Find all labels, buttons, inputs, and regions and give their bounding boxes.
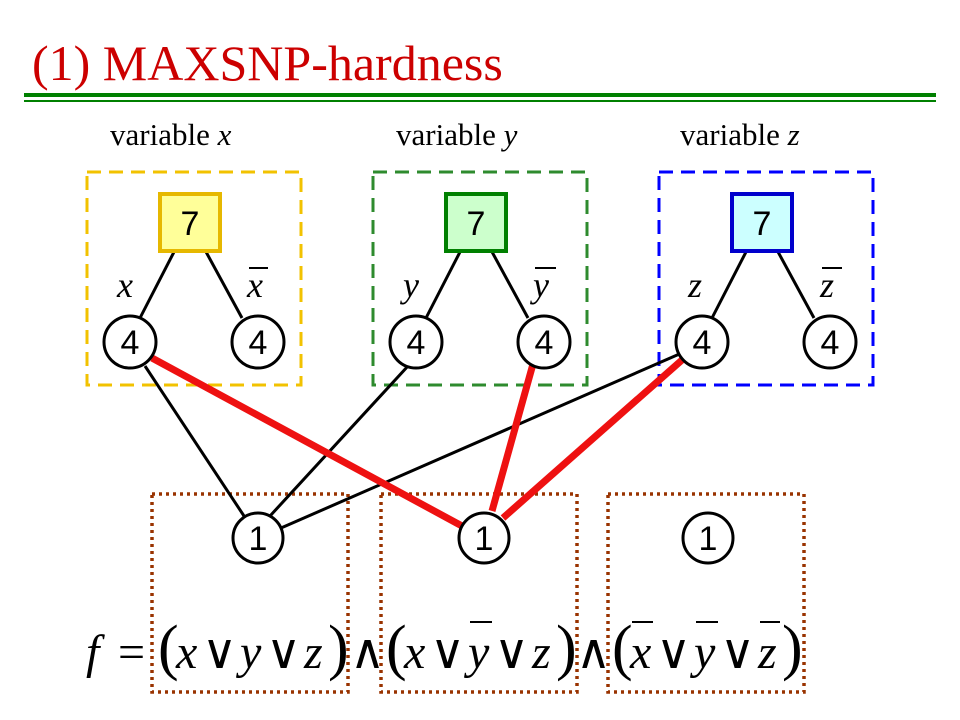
z-tree-edge-neg [775,249,816,319]
cnf-formula: f = ( x ∨ y ∨ z ) ∧ ( x ∨ y ∨ z ) ∧ ( x … [86,614,803,682]
edge-y-neg-clause-2 [488,363,537,512]
clause-1-lit-1: x [175,626,197,679]
clause-3-lit-1: x [629,626,651,679]
clause-1-box [150,492,350,694]
edge-z-pos-clause-2 [500,357,685,521]
literal-y-neg-weight: 4 [535,324,554,362]
literal-z-pos-node [674,314,730,370]
literal-x-pos-node [102,314,158,370]
clause-2-node [457,511,511,565]
clause-2-open-paren: ( [386,614,407,682]
title-rule-thick [24,93,936,97]
literal-x-pos-weight: 4 [121,324,140,362]
clause-2-close-paren: ) [556,614,577,682]
edge-z-pos-clause-1 [280,350,685,530]
variable-y-label: variable y [396,117,518,152]
literal-z-pos-weight: 4 [693,324,712,362]
variable-z-weight: 7 [753,205,772,243]
literal-z-neg-label: z [819,265,834,305]
variable-z-label: variable z [680,117,800,152]
x-tree-edge-pos [138,249,177,319]
literal-y-neg-node [516,314,572,370]
clause-3-or-2: ∨ [720,626,755,679]
clause-3-weight: 1 [699,520,718,558]
clause-1-lit-2: y [235,626,262,679]
literal-y-neg-label: y [530,265,549,305]
clause-2-lit-2: y [463,626,490,679]
literal-z-neg-weight: 4 [821,324,840,362]
y-tree-edge-pos [424,249,463,319]
clause-2-or-2: ∨ [494,626,529,679]
clause-3-open-paren: ( [612,614,633,682]
literal-x-pos-label: x [116,265,133,305]
clause-1-weight: 1 [249,520,268,558]
clause-2-or-1: ∨ [430,626,465,679]
clause-3-node [681,511,735,565]
edge-x-pos-clause-1 [143,365,248,520]
variable-z-node [730,192,794,253]
z-tree-edge-pos [710,249,749,319]
formula-and-1: ∧ [350,626,385,679]
clause-1-or-1: ∨ [202,626,237,679]
clause-3-lit-3: z [757,626,777,679]
literal-z-neg-node [802,314,858,370]
edge-x-pos-clause-2 [150,354,464,530]
literal-y-pos-label: y [400,265,419,305]
variable-z-gadget-box [657,170,875,387]
variable-x-label: variable x [110,117,232,152]
literal-z-pos-label: z [687,265,702,305]
title-rule-thin [24,100,936,102]
clause-2-box [379,492,579,694]
variable-x-weight: 7 [181,205,200,243]
clause-3-close-paren: ) [782,614,803,682]
variable-y-node [444,192,508,253]
variable-x-gadget-box [85,170,303,387]
x-tree-edge-neg [203,249,244,319]
literal-x-neg-node [230,314,286,370]
slide-title: (1) MAXSNP-hardness [32,35,503,91]
clause-2-lit-3: z [531,626,551,679]
clause-1-node [231,511,285,565]
literal-x-neg-weight: 4 [249,324,268,362]
clause-3-box [606,492,806,694]
formula-eq: = [118,626,145,679]
clause-1-or-2: ∨ [266,626,301,679]
clause-2-lit-1: x [403,626,425,679]
y-tree-edge-neg [489,249,530,319]
clause-2-weight: 1 [475,520,494,558]
literal-y-pos-node [388,314,444,370]
clause-1-lit-3: z [303,626,323,679]
variable-y-weight: 7 [467,205,486,243]
formula-lhs: f [86,626,105,679]
variable-x-node [158,192,222,253]
clause-1-close-paren: ) [328,614,349,682]
literal-y-pos-weight: 4 [407,324,426,362]
clause-3-lit-2: y [689,626,716,679]
edge-y-pos-clause-1 [268,364,410,518]
variable-y-gadget-box [371,170,589,387]
formula-and-2: ∧ [576,626,611,679]
clause-3-or-1: ∨ [656,626,691,679]
literal-x-neg-label: x [246,265,263,305]
clause-1-open-paren: ( [158,614,179,682]
